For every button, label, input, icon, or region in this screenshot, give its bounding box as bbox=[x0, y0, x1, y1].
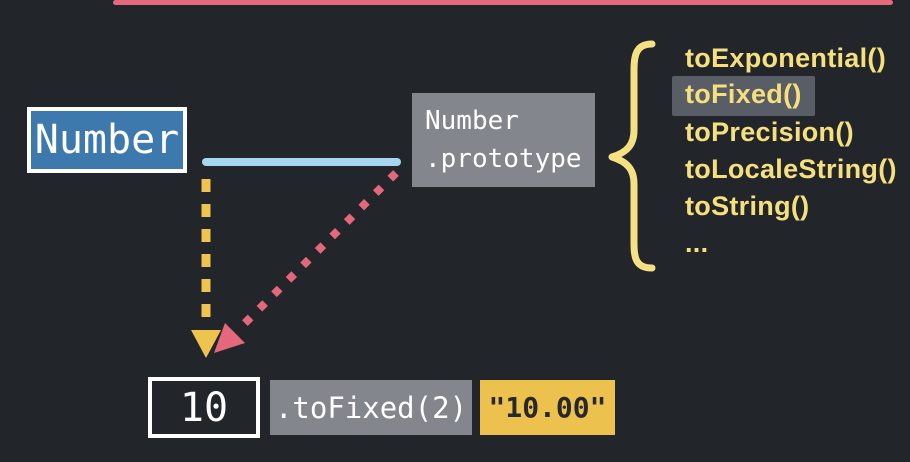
number-prototype-box: Number .prototype bbox=[412, 93, 595, 187]
number-constructor-label: Number bbox=[34, 117, 180, 163]
method-item-toprecision: toPrecision() bbox=[685, 117, 854, 147]
method-call-label: .toFixed(2) bbox=[274, 390, 468, 425]
prototype-label-line2: .prototype bbox=[425, 144, 582, 174]
prototype-methods-list: toExponential() toFixed() toPrecision() … bbox=[672, 40, 897, 262]
curly-brace bbox=[608, 40, 656, 272]
method-item-toexponential: toExponential() bbox=[685, 43, 886, 73]
number-value: 10 bbox=[179, 384, 229, 431]
top-progress-line bbox=[113, 0, 893, 5]
method-item-tostring: toString() bbox=[685, 191, 810, 221]
result-value: "10.00" bbox=[488, 391, 607, 424]
dashed-lookup-arrow-head bbox=[191, 330, 221, 358]
method-call-box: .toFixed(2) bbox=[270, 380, 472, 435]
result-box: "10.00" bbox=[480, 380, 615, 435]
method-item-tolocalestring: toLocaleString() bbox=[685, 154, 897, 184]
prototype-label-line1: Number bbox=[425, 106, 519, 136]
method-item-ellipsis: ... bbox=[685, 228, 709, 258]
dotted-inheritance-arrow-head bbox=[214, 323, 245, 353]
dotted-inheritance-arrow-shaft bbox=[237, 170, 399, 331]
method-item-tofixed-highlighted: toFixed() bbox=[672, 75, 897, 116]
number-value-box: 10 bbox=[148, 377, 260, 438]
number-constructor-box: Number bbox=[27, 107, 187, 173]
